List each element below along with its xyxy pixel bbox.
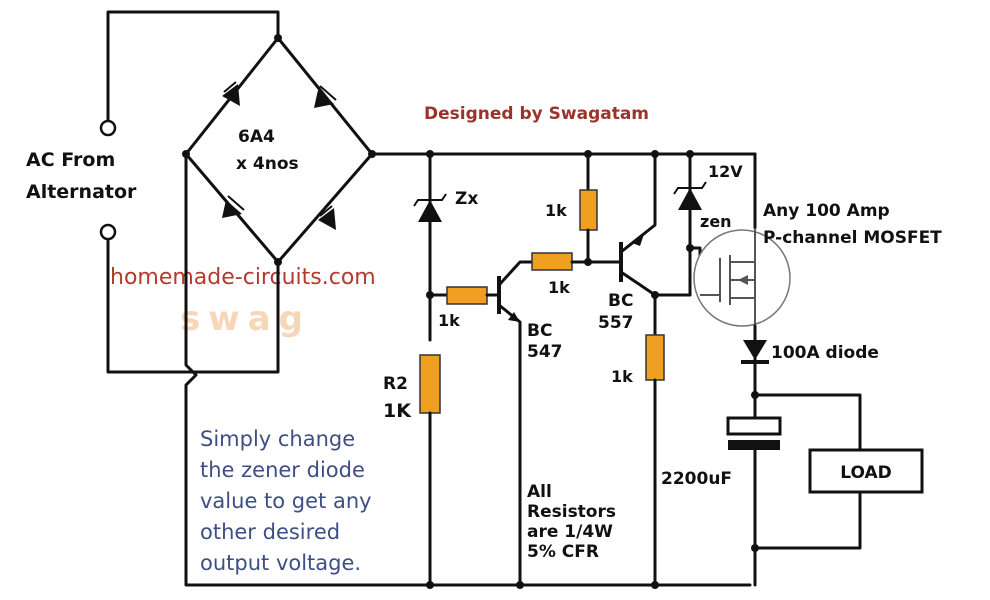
resistor-note: All Resistors are 1/4W 5% CFR — [527, 482, 616, 562]
zener-note-line: other desired — [200, 520, 340, 544]
watermark-logo: swag — [180, 299, 311, 339]
zener-zx-label: Zx — [455, 189, 478, 209]
bridge-label-line2: x 4nos — [236, 154, 299, 174]
bridge-diode-4 — [318, 205, 336, 230]
r2-label-line1: R2 — [383, 374, 408, 394]
ac-label-line2: Alternator — [26, 181, 137, 203]
diode-label: 100A diode — [771, 343, 879, 363]
ac-input-wiring — [99, 10, 280, 374]
zener-note-line: Simply change — [200, 427, 355, 451]
diode-100a — [741, 324, 769, 399]
mosfet-label-line1: Any 100 Amp — [763, 201, 890, 221]
resistor-top — [579, 152, 598, 264]
zener-note: Simply change the zener diode value to g… — [200, 427, 372, 575]
resistor-base-label: 1k — [438, 311, 460, 330]
resistor-note-line: All — [527, 482, 552, 502]
zener-zx — [413, 152, 447, 342]
bridge-diode-2 — [314, 85, 337, 108]
load-label: LOAD — [840, 463, 892, 483]
zener-note-line: the zener diode — [200, 458, 365, 482]
resistor-note-line: 5% CFR — [527, 542, 599, 562]
bridge-label-line1: 6A4 — [238, 127, 275, 147]
resistor-base — [428, 286, 499, 305]
bridge-diode-3 — [222, 195, 245, 218]
load-bottom-wire — [753, 490, 862, 550]
mosfet-label-line2: P-channel MOSFET — [763, 228, 942, 248]
bc547-label-line1: BC — [527, 321, 552, 341]
load-top-wire — [753, 393, 862, 452]
bc547-label-line2: 547 — [527, 342, 563, 362]
zener-12v-label-line1: 12V — [708, 162, 743, 181]
zener-note-line: output voltage. — [200, 551, 361, 575]
bc557-label-line2: 557 — [598, 313, 634, 333]
resistor-top-label: 1k — [545, 201, 567, 220]
bridge-rectifier — [182, 34, 376, 266]
resistor-middle-label: 1k — [548, 278, 570, 297]
ac-terminal-bottom — [99, 223, 117, 241]
zener-12v — [673, 152, 707, 297]
resistor-collector — [645, 293, 665, 589]
zener-12v-label-line2: zen — [700, 212, 732, 231]
transistor-bc557 — [619, 152, 692, 299]
mosfet-symbol — [693, 152, 791, 330]
ac-label-line1: AC From — [26, 149, 115, 171]
resistor-middle — [531, 252, 622, 271]
load-box — [808, 448, 924, 494]
resistor-note-line: Resistors — [527, 502, 616, 522]
resistor-r2 — [419, 354, 441, 589]
bc557-label-line1: BC — [608, 291, 633, 311]
resistor-collector-label: 1k — [611, 367, 633, 386]
ac-terminal-top — [99, 119, 117, 137]
capacitor-2200uf — [726, 393, 782, 587]
capacitor-label: 2200uF — [661, 469, 732, 489]
watermark-site: homemade-circuits.com — [110, 265, 376, 290]
resistor-note-line: are 1/4W — [527, 522, 613, 542]
ground-bus — [184, 152, 752, 587]
bridge-diode-1 — [222, 81, 240, 106]
credit-text: Designed by Swagatam — [424, 104, 649, 124]
zener-note-line: value to get any — [200, 489, 372, 513]
r2-label-line2: 1K — [383, 400, 412, 422]
